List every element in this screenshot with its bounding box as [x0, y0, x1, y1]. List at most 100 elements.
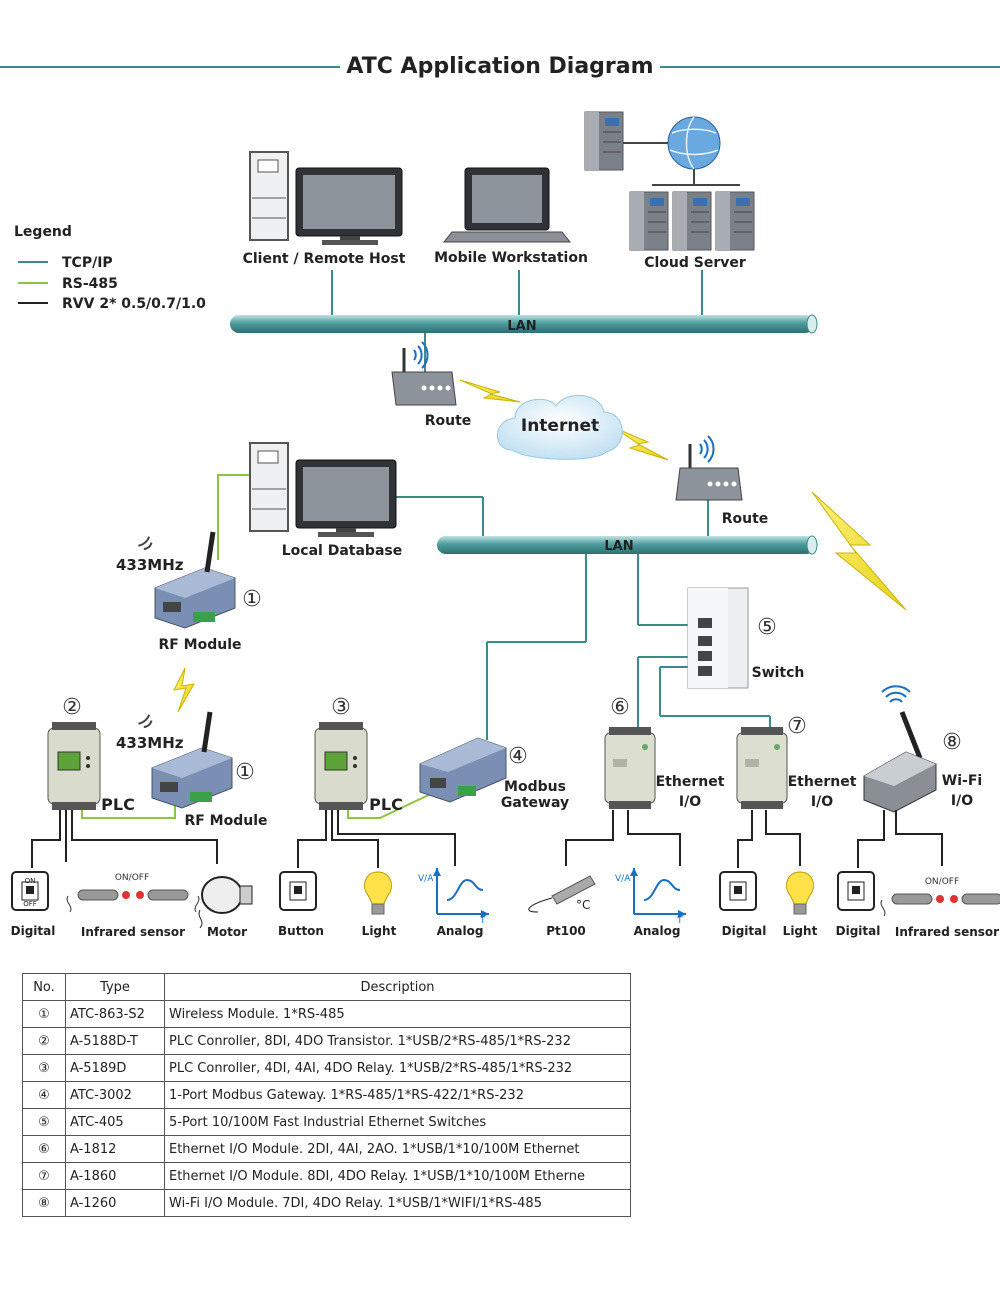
row-type: A-1812: [65, 1135, 165, 1163]
device-infrared-sensor-1: ON/OFF Infrared sensor: [66, 873, 200, 939]
row-type: ATC-3002: [65, 1081, 165, 1109]
lan-top: LAN: [230, 314, 818, 334]
modbus-gateway-number: ④: [508, 744, 528, 769]
plc-3-number: ③: [331, 695, 351, 720]
row-no: ⑦: [22, 1162, 66, 1190]
analog-1-va-mark: V/A: [418, 874, 434, 884]
ir-onoff-mark: ON/OFF: [115, 873, 149, 883]
ethernet-io-7: ⑦ Ethernet I/O: [736, 714, 857, 810]
analog-1-t-mark: T: [479, 916, 486, 926]
row-description: Ethernet I/O Module. 8DI, 4DO Relay. 1*U…: [164, 1162, 631, 1190]
device-light-2-label: Light: [783, 924, 818, 938]
header-no: No.: [22, 973, 66, 1001]
eth-io-7-label-1: Ethernet: [788, 774, 857, 790]
rf-module-bottom-number: ①: [235, 760, 255, 785]
lightning-icon: [459, 379, 521, 403]
header-description: Description: [164, 973, 631, 1001]
route-right-label: Route: [722, 511, 769, 527]
device-digital-3-label: Digital: [836, 924, 881, 938]
plc-controller-3: ③ PLC: [314, 695, 403, 814]
analog-2-va-mark: V/A: [615, 874, 631, 884]
device-digital-1: ON OFF Digital: [11, 871, 55, 938]
device-analog-2: V/A T Analog: [615, 867, 687, 938]
mobile-workstation-label: Mobile Workstation: [434, 250, 588, 266]
legend-heading: Legend: [14, 224, 72, 240]
pt100-celsius-mark: °C: [576, 898, 590, 912]
switch-off-mark: OFF: [23, 900, 37, 908]
row-type: ATC-405: [65, 1108, 165, 1136]
wifi-signal-icon: [413, 341, 429, 369]
row-no: ①: [22, 1000, 66, 1028]
temperature-probe-icon: [551, 875, 596, 905]
client-host-label: Client / Remote Host: [243, 251, 406, 267]
eth-io-6-label-2: I/O: [679, 794, 701, 810]
device-digital-2: Digital: [719, 871, 766, 938]
route-top-label: Route: [425, 413, 472, 429]
device-infrared-sensor-2-label: Infrared sensor: [895, 925, 999, 939]
legend: Legend TCP/IP RS-485 RVV 2* 0.5/0.7/1.0: [14, 224, 206, 312]
legend-label-rs485: RS-485: [62, 276, 118, 292]
application-diagram: ATC Application Diagram Legend TCP/IP RS…: [0, 54, 1000, 939]
internet-cloud: Internet: [496, 394, 623, 460]
lan-bottom-label: LAN: [604, 539, 633, 554]
modbus-gateway-label-2: Gateway: [501, 795, 569, 811]
wifi-signal-icon: [881, 685, 911, 703]
rf-module-bottom: 433MHz ① RF Module: [116, 712, 268, 829]
device-button: Button: [278, 871, 324, 938]
header-type: Type: [65, 973, 165, 1001]
row-no: ④: [22, 1081, 66, 1109]
lan-top-label: LAN: [507, 319, 536, 334]
wifi-signal-icon: [699, 435, 715, 463]
switch-on-mark: ON: [25, 877, 36, 885]
globe-icon: [667, 116, 721, 170]
legend-label-tcpip: TCP/IP: [62, 255, 113, 271]
cloud-server-label: Cloud Server: [644, 255, 746, 271]
rf-freq-top: 433MHz: [116, 556, 184, 574]
row-type: A-5188D-T: [65, 1027, 165, 1055]
device-analog-1-label: Analog: [437, 924, 484, 938]
eth-io-7-number: ⑦: [787, 714, 807, 739]
device-infrared-sensor-1-label: Infrared sensor: [81, 925, 185, 939]
legend-label-rvv: RVV 2* 0.5/0.7/1.0: [62, 296, 206, 312]
row-description: 1-Port Modbus Gateway. 1*RS-485/1*RS-422…: [164, 1081, 631, 1109]
ir2-onoff-mark: ON/OFF: [925, 877, 959, 887]
rf-module-top-label: RF Module: [158, 637, 241, 653]
ethernet-io-6: ⑥ Ethernet I/O: [604, 695, 725, 810]
lan-bottom: LAN: [437, 535, 818, 555]
router-top: Route: [391, 341, 472, 429]
eth-io-6-label-1: Ethernet: [656, 774, 725, 790]
plc-2-label: PLC: [101, 795, 135, 814]
device-analog-2-label: Analog: [634, 924, 681, 938]
local-database-label: Local Database: [282, 543, 402, 559]
row-description: PLC Conroller, 4DI, 4AI, 4DO Relay. 1*US…: [164, 1054, 631, 1082]
row-type: ATC-863-S2: [65, 1000, 165, 1028]
row-type: A-5189D: [65, 1054, 165, 1082]
wifi-io-8-label-1: Wi-Fi: [942, 773, 982, 789]
switch-number: ⑤: [757, 615, 777, 640]
plc-2-number: ②: [62, 695, 82, 720]
wifi-signal-icon: [138, 536, 153, 550]
device-motor-label: Motor: [207, 925, 247, 939]
wifi-io-8-label-2: I/O: [951, 793, 973, 809]
modbus-gateway-label-1: Modbus: [504, 779, 566, 795]
eth-io-7-label-2: I/O: [811, 794, 833, 810]
wifi-signal-icon: [138, 714, 153, 728]
local-database: Local Database: [249, 442, 402, 559]
device-infrared-sensor-2: ON/OFF Infrared sensor: [880, 877, 1000, 939]
wifi-io-8-number: ⑧: [942, 730, 962, 755]
ethernet-switch: ⑤ Switch: [687, 587, 804, 689]
router-right: Route: [675, 435, 769, 527]
row-description: 5-Port 10/100M Fast Industrial Ethernet …: [164, 1108, 631, 1136]
rf-module-top-number: ①: [242, 587, 262, 612]
lightning-icon: [614, 427, 669, 461]
device-light-1-label: Light: [362, 924, 397, 938]
row-no: ⑤: [22, 1108, 66, 1136]
row-no: ③: [22, 1054, 66, 1082]
row-description: PLC Conroller, 8DI, 4DO Transistor. 1*US…: [164, 1027, 631, 1055]
